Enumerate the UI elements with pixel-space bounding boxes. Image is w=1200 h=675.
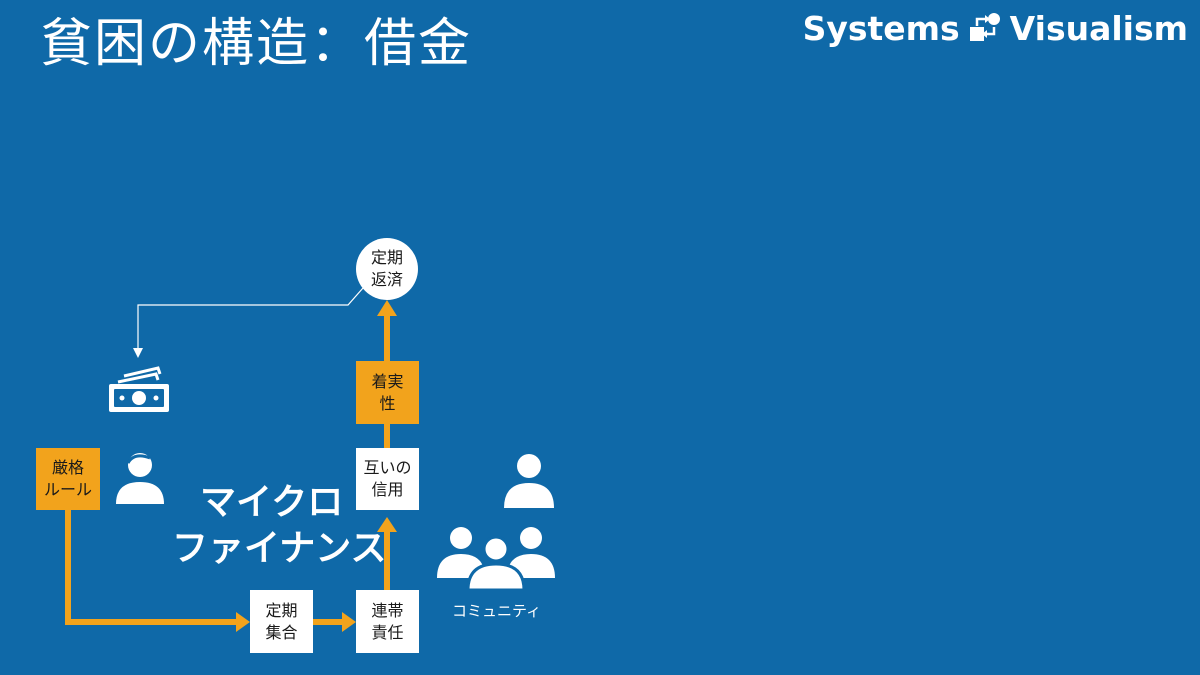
node-strict-rules-line1: 厳格 <box>51 458 84 477</box>
node-mutual-trust-line1: 互いの <box>363 458 412 477</box>
node-regular-repayment: 定期 返済 <box>356 238 418 300</box>
group-icon <box>437 527 555 590</box>
single-person-icon <box>504 454 554 508</box>
node-joint-liability: 連帯 責任 <box>356 590 419 653</box>
connector-repayment-to-money <box>137 287 364 350</box>
node-mutual-trust: 互いの 信用 <box>356 448 419 510</box>
microfinance-label-line2: ファイナンス <box>172 528 387 569</box>
node-steadiness-line2: 性 <box>379 393 396 413</box>
node-regular-meeting-line2: 集合 <box>265 622 298 642</box>
person-icon <box>116 453 164 504</box>
arrowhead-repayment <box>377 300 397 316</box>
arrowhead-meeting <box>236 612 250 632</box>
arrowhead-liability <box>342 612 356 632</box>
microfinance-label: マイクロ ファイナンス <box>172 480 387 572</box>
node-regular-repayment-line2: 返済 <box>370 270 403 289</box>
node-strict-rules: 厳格 ルール <box>36 448 100 510</box>
connector-rules-to-meeting <box>65 510 236 625</box>
money-icon <box>109 366 169 412</box>
node-regular-repayment-line1: 定期 <box>370 248 403 267</box>
node-mutual-trust-line2: 信用 <box>371 480 404 499</box>
arrowhead-money <box>133 348 143 358</box>
node-regular-meeting-line1: 定期 <box>265 600 298 620</box>
brand-text-left: Systems <box>802 8 960 48</box>
slide-title: 貧困の構造：借金 <box>40 14 473 74</box>
node-regular-meeting: 定期 集合 <box>250 590 313 653</box>
node-steadiness: 着実 性 <box>356 361 419 424</box>
brand-logo: Systems Visualism <box>803 8 1188 48</box>
node-joint-liability-line1: 連帯 <box>371 600 404 620</box>
node-strict-rules-line2: ルール <box>43 480 92 499</box>
node-joint-liability-line2: 責任 <box>371 622 404 642</box>
microfinance-label-line1: マイクロ <box>200 482 344 523</box>
node-steadiness-line1: 着実 <box>371 371 404 391</box>
brand-text-right: Visualism <box>1009 8 1188 48</box>
community-label: コミュニティ <box>452 602 542 620</box>
arrowhead-trust <box>377 517 397 532</box>
systems-visualism-logo-icon <box>969 13 1000 41</box>
